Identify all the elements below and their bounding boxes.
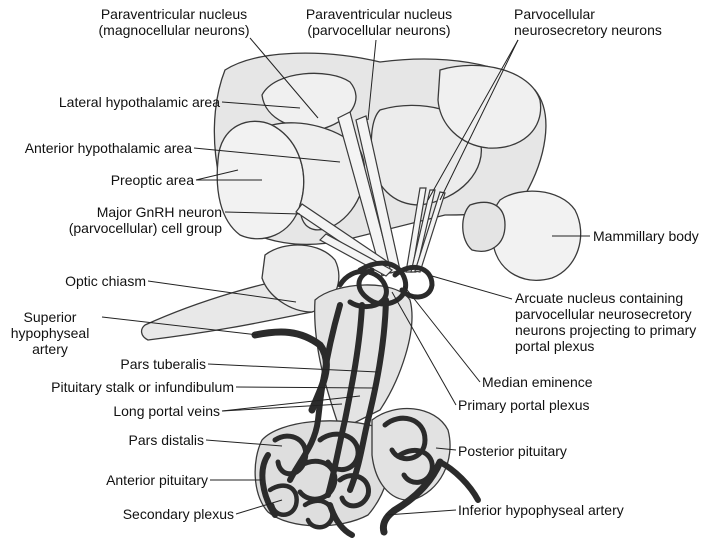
label-line: Paraventricular nucleus <box>294 6 464 22</box>
label-line: portal plexus <box>515 338 696 354</box>
inferior-hypophyseal-branch <box>440 462 478 500</box>
label-anterior-pituitary: Anterior pituitary <box>0 472 208 488</box>
leader-long-portal-1 <box>222 404 342 411</box>
label-gnrh-cell-group: Major GnRH neuron (parvocellular) cell g… <box>0 204 222 236</box>
label-secondary-plexus: Secondary plexus <box>0 506 234 522</box>
label-line: (parvocellular neurons) <box>294 22 464 38</box>
label-inferior-hypophyseal-artery: Inferior hypophyseal artery <box>458 502 624 518</box>
mammillary-pedicle <box>463 202 505 251</box>
label-line: artery <box>2 341 98 357</box>
label-pars-distalis: Pars distalis <box>0 432 204 448</box>
label-parvocellular-neurosecretory: Parvocellular neurosecretory neurons <box>514 6 662 38</box>
label-pars-tuberalis: Pars tuberalis <box>0 356 206 372</box>
label-optic-chiasm: Optic chiasm <box>0 273 146 289</box>
label-pituitary-stalk: Pituitary stalk or infundibulum <box>0 379 234 395</box>
label-line: (parvocellular) cell group <box>0 220 222 236</box>
label-lateral-hypothalamic-area: Lateral hypothalamic area <box>0 94 220 110</box>
label-line: hypophyseal <box>2 325 98 341</box>
label-superior-hypophyseal-artery: Superior hypophyseal artery <box>2 309 98 357</box>
label-posterior-pituitary: Posterior pituitary <box>458 443 567 459</box>
label-median-eminence: Median eminence <box>482 374 593 390</box>
label-line: Superior <box>2 309 98 325</box>
label-mammillary-body: Mammillary body <box>593 228 699 244</box>
label-long-portal-veins: Long portal veins <box>0 403 220 419</box>
label-line: Paraventricular nucleus <box>74 6 274 22</box>
label-line: neurons projecting to primary <box>515 322 696 338</box>
label-line: neurosecretory neurons <box>514 22 662 38</box>
superior-hypophyseal-artery <box>255 332 326 410</box>
label-preoptic-area: Preoptic area <box>0 172 194 188</box>
label-anterior-hypothalamic-area: Anterior hypothalamic area <box>0 140 192 156</box>
label-pvn-parvocellular: Paraventricular nucleus (parvocellular n… <box>294 6 464 38</box>
label-primary-portal-plexus: Primary portal plexus <box>458 397 590 413</box>
label-line: parvocellular neurosecretory <box>515 306 696 322</box>
label-line: Parvocellular <box>514 6 662 22</box>
label-arcuate-nucleus: Arcuate nucleus containing parvocellular… <box>515 290 696 354</box>
label-line: Arcuate nucleus containing <box>515 290 696 306</box>
posterior-pituitary <box>372 409 450 501</box>
label-line: (magnocellular neurons) <box>74 22 274 38</box>
label-line: Major GnRH neuron <box>0 204 222 220</box>
label-pvn-magnocellular: Paraventricular nucleus (magnocellular n… <box>74 6 274 38</box>
leader-arcuate <box>432 276 512 299</box>
